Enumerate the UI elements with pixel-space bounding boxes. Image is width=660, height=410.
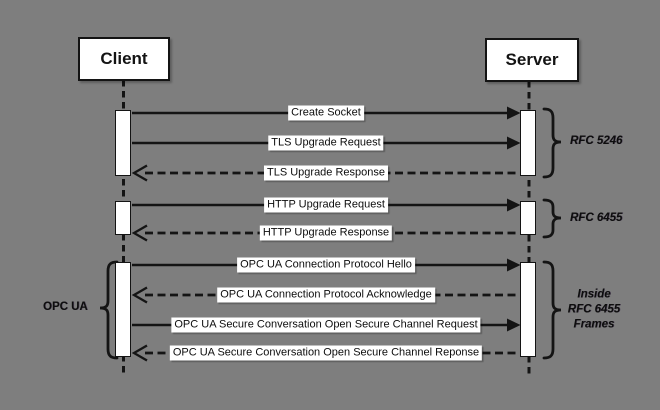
message-label-create-socket: Create Socket [288,105,364,121]
brace-rfc6455-icon [542,198,562,239]
client-activation-bar-1 [115,110,131,176]
arrowhead-right-icon [507,136,521,150]
client-activation-bar-2 [115,201,131,235]
client-activation-bar-3 [115,262,131,357]
actor-server: Server [485,38,579,82]
arrowhead-right-icon [507,106,521,120]
annotation-inside-frames-line2: RFC 6455 [567,303,621,316]
arrowhead-left-open-icon [131,164,148,182]
brace-opcua-icon [99,260,119,360]
arrowhead-left-open-icon [131,344,148,362]
arrowhead-right-icon [507,318,521,332]
annotation-inside-frames: Inside RFC 6455 Frames [568,288,620,333]
actor-server-label: Server [505,50,559,69]
annotation-opc-ua: OPC UA [43,301,88,313]
actor-client: Client [78,37,170,81]
arrowhead-left-open-icon [131,286,148,304]
message-label-http-upgrade-request: HTTP Upgrade Request [264,197,388,213]
annotation-rfc5246: RFC 5246 [570,135,623,147]
brace-rfc5246-icon [542,107,562,179]
brace-inside-frames-icon [542,260,562,360]
server-activation-bar-3 [520,262,536,357]
arrowhead-left-open-icon [131,224,148,242]
arrowhead-right-icon [507,258,521,272]
arrowhead-right-icon [507,198,521,212]
message-label-http-upgrade-response: HTTP Upgrade Response [259,225,393,241]
message-label-tls-upgrade-response: TLS Upgrade Response [263,165,389,181]
server-activation-bar-2 [520,201,536,235]
annotation-rfc6455: RFC 6455 [570,212,623,224]
message-label-opcua-hello: OPC UA Connection Protocol Hello [237,257,415,273]
message-label-tls-upgrade-request: TLS Upgrade Request [268,135,384,151]
message-label-open-secure-channel-response: OPC UA Secure Conversation Open Secure C… [169,345,483,361]
annotation-inside-frames-line3: Frames [573,318,615,331]
annotation-inside-frames-line1: Inside [577,288,611,301]
message-label-opcua-acknowledge: OPC UA Connection Protocol Acknowledge [217,287,435,303]
message-label-open-secure-channel-request: OPC UA Secure Conversation Open Secure C… [171,317,481,333]
actor-client-label: Client [100,49,148,68]
server-activation-bar-1 [520,110,536,176]
